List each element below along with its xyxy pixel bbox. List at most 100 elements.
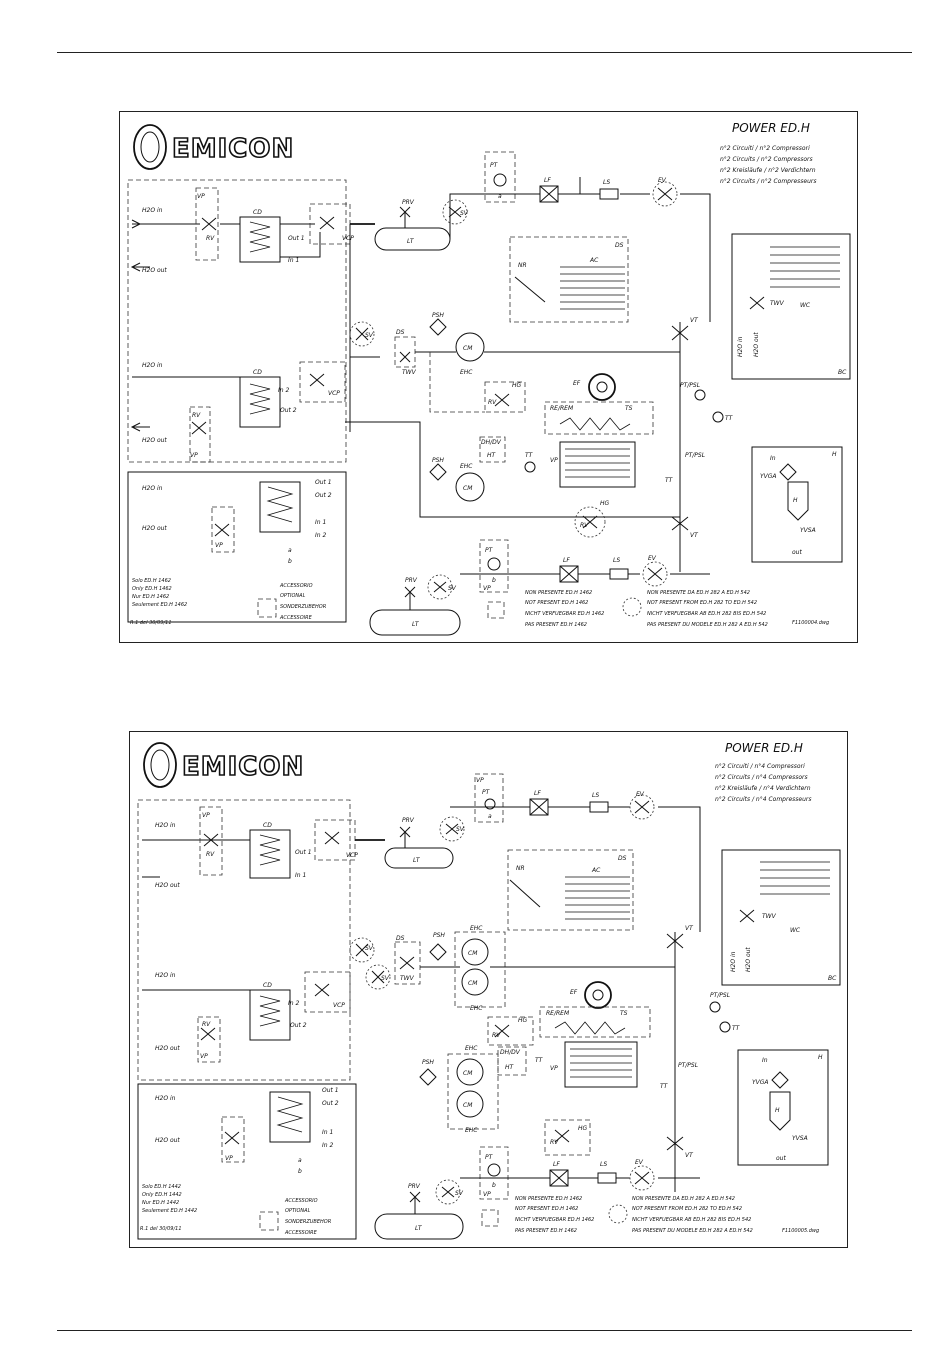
emicon-logo: EMICON: [143, 742, 304, 788]
label-h2o-out: H2O out: [142, 525, 167, 532]
label-out1: Out 1: [295, 849, 312, 856]
label-3: PAS PRESENT ED.H 1462: [515, 1228, 577, 1234]
label-in: In: [762, 1057, 768, 1064]
compressor-cm-2: [455, 472, 485, 502]
label-tt: TT: [660, 1083, 669, 1090]
label-psh: PSH: [432, 312, 444, 319]
label-cm: CM: [468, 950, 478, 957]
label-vt: VT: [690, 317, 699, 324]
option-box-1442: [137, 1083, 357, 1240]
label-vcp: VCP: [333, 1002, 345, 1009]
label-vp: VP: [225, 1155, 233, 1162]
label-h2o-in: H2O in: [155, 1095, 176, 1102]
water-cooler-box: [731, 233, 851, 380]
label-wc: WC: [800, 302, 811, 309]
label-h2o-out: H2O out: [155, 882, 180, 889]
label-dh-dv: DH/DV: [500, 1049, 521, 1056]
label-out1: Out 1: [288, 235, 305, 242]
label-dh-dv: DH/DV: [481, 439, 502, 446]
label-rv: RV: [206, 851, 215, 858]
label-1: Only ED.H 1462: [132, 586, 172, 592]
label-3: ACCESSOIRE: [284, 1230, 318, 1236]
label-lf: LF: [563, 557, 570, 564]
label-tt: TT: [725, 415, 734, 422]
label-2: SONDERZUBEHOR: [285, 1219, 331, 1225]
label-h2o-in: H2O in: [142, 362, 163, 369]
label-rv: RV: [492, 1032, 501, 1039]
subtitle-fr: n°2 Circuits / n°2 Compresseurs: [720, 178, 816, 185]
label-twv2: TWV: [770, 300, 785, 307]
label-sv: SV: [365, 332, 374, 339]
label-b: b: [492, 1182, 496, 1189]
label-lt: LT: [412, 621, 420, 628]
subtitle-en: n°2 Circuits / n°2 Compressors: [720, 156, 813, 163]
label-0: NON PRESENTE DA ED.H 282 A ED.H 542: [632, 1196, 735, 1202]
label-3: PAS PRESENT ED.H 1462: [525, 622, 587, 628]
label-out2: Out 2: [280, 407, 297, 414]
label-ds: DS: [396, 935, 405, 942]
label-sv: SV: [365, 945, 374, 952]
label-b: b: [298, 1168, 302, 1175]
label-ts: TS: [625, 405, 633, 412]
label-cm: CM: [463, 1070, 473, 1077]
label-pt-psl: PT/PSL: [710, 992, 730, 999]
label-h: H: [818, 1054, 823, 1061]
label-a: a: [288, 547, 292, 554]
label-h2o-in: H2O in: [142, 207, 163, 214]
label-in1: In 1: [315, 519, 326, 526]
label-vp: VP: [476, 777, 484, 784]
label-1: NOT PRESENT FROM ED.H 282 TO ED.H 542: [647, 600, 757, 606]
air-condenser-ac: [560, 266, 625, 310]
label-ehc: EHC: [470, 1005, 483, 1012]
label-hg: HG: [512, 382, 522, 389]
label-in2: In 2: [315, 532, 326, 539]
label-ds: DS: [618, 855, 627, 862]
label-in: In: [770, 455, 776, 462]
label-h2o-in: H2O in: [155, 972, 176, 979]
label-vp: VP: [197, 193, 205, 200]
label-prv: PRV: [408, 1183, 421, 1190]
label-vp: VP: [190, 452, 198, 459]
label-0: Solo ED.H 1462: [132, 578, 171, 584]
label-ht: HT: [487, 452, 497, 459]
label-2: NICHT VERFUEGBAR ED.H 1462: [525, 611, 604, 617]
label-psh: PSH: [422, 1059, 434, 1066]
label-out: out: [776, 1155, 786, 1162]
label-file: F1100005.dwg: [782, 1228, 819, 1234]
label-sv: SV: [460, 210, 469, 217]
label-a: a: [298, 1157, 302, 1164]
label-pt: PT: [485, 547, 494, 554]
label-yvsa: YVSA: [792, 1135, 808, 1142]
condenser-cd-bottom: [239, 376, 281, 428]
dashed-frame-water: [127, 179, 347, 463]
label-0: ACCESSORIO: [284, 1198, 318, 1204]
label-sv: SV: [455, 1190, 464, 1197]
top-rule: [57, 52, 912, 53]
evaporator-coil: [559, 441, 636, 488]
label-h2o-out: H2O out: [142, 267, 167, 274]
label-psh: PSH: [432, 457, 444, 464]
label-vp: VP: [483, 585, 491, 592]
label-ds: DS: [396, 329, 405, 336]
label-pt-psl: PT/PSL: [680, 382, 700, 389]
label-in2: In 2: [322, 1142, 333, 1149]
label-prv: PRV: [402, 817, 415, 824]
label-yvsa: YVSA: [800, 527, 816, 534]
label-in1: In 1: [288, 257, 299, 264]
label-ehc: EHC: [470, 925, 483, 932]
label-yvga: YVGA: [752, 1079, 769, 1086]
label-1: NOT PRESENT ED.H 1462: [515, 1206, 578, 1212]
label-pt-psl: PT/PSL: [678, 1062, 698, 1069]
label-lt: LT: [407, 238, 415, 245]
label-2: NICHT VERFUEGBAR AB ED.H 282 BIS ED.H 54…: [647, 611, 766, 617]
liquid-tank-bottom: [369, 609, 461, 636]
label-ef: EF: [570, 989, 578, 996]
bottom-rule: [57, 1330, 912, 1331]
label-in2: In 2: [278, 387, 289, 394]
label-wc: WC: [790, 927, 801, 934]
label-in2: In 2: [288, 1000, 299, 1007]
label-pt-psl: PT/PSL: [685, 452, 705, 459]
subtitle-fr: n°2 Circuits / n°4 Compresseurs: [715, 796, 811, 803]
label-rv: RV: [580, 522, 589, 529]
label-0: Solo ED.H 1442: [142, 1184, 181, 1190]
